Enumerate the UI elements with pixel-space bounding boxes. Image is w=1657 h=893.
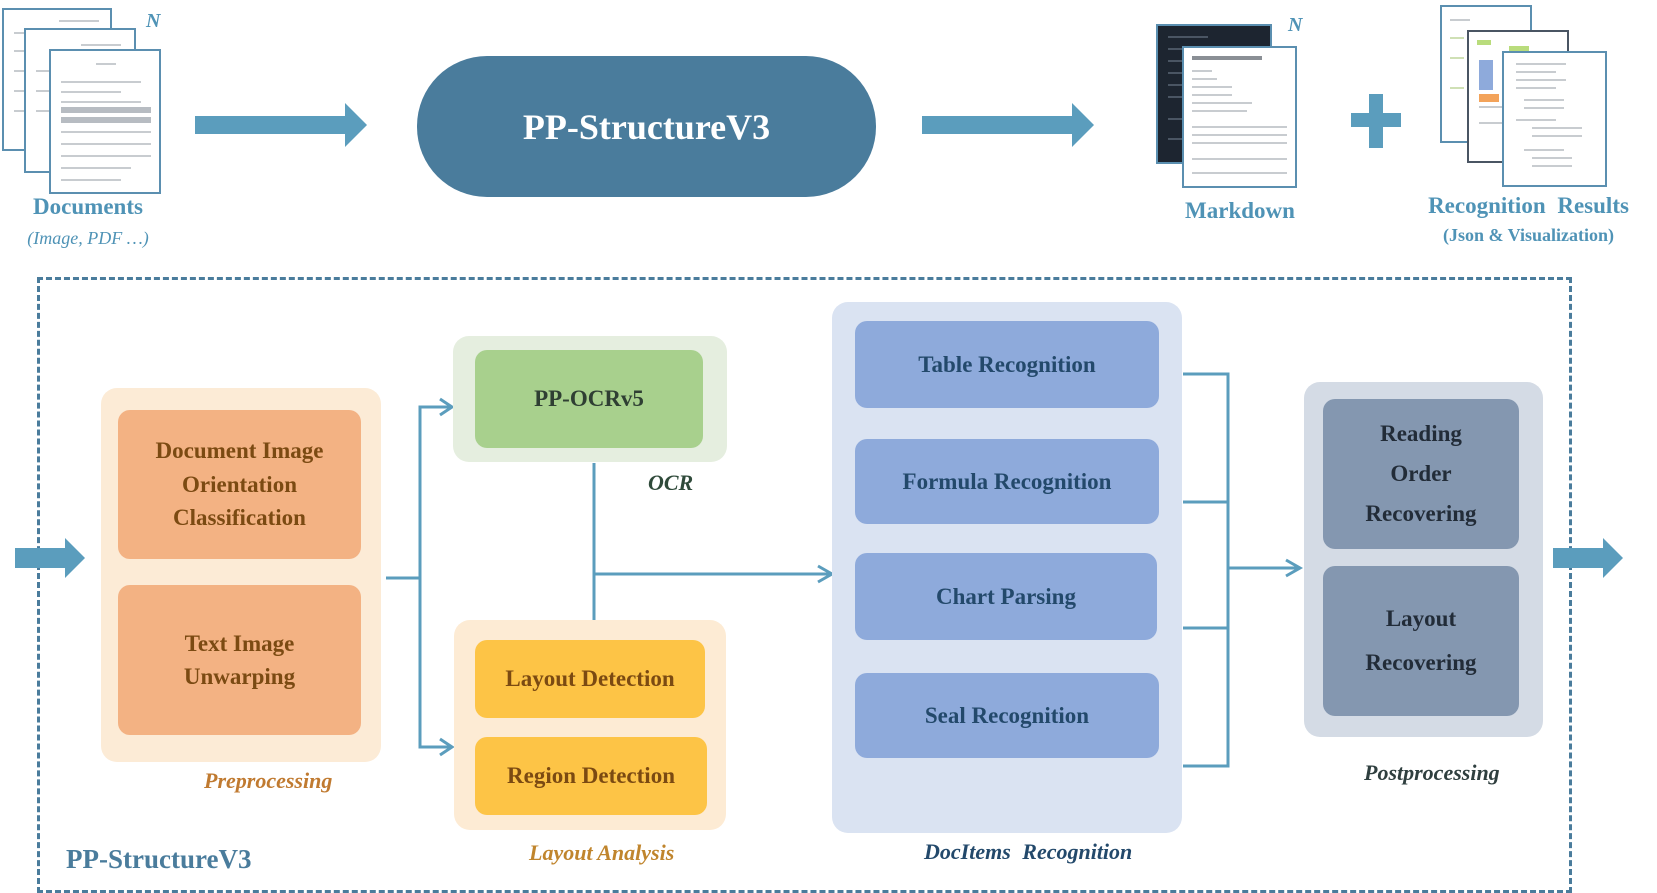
recognition-results-label: Recognition Results <box>1428 193 1629 218</box>
docitems-label: DocItems Recognition <box>924 839 1133 864</box>
ocr-group: PP-OCRv5 <box>453 336 727 462</box>
pipeline-node: PP-StructureV3 <box>417 56 876 197</box>
module-label: Chart Parsing <box>936 583 1076 609</box>
layout-recovering-module: Layout Recovering <box>1323 566 1519 716</box>
module-label: Document Image Orientation Classificatio… <box>155 438 324 531</box>
plus-icon <box>1351 94 1401 148</box>
module-label: Reading Order Recovering <box>1365 420 1477 527</box>
module-label: Table Recognition <box>918 351 1096 377</box>
layout-analysis-label: Layout Analysis <box>529 840 675 865</box>
input-label: Documents <box>33 194 143 219</box>
arrowhead-layout-icon <box>439 737 455 757</box>
pp-structurev3-container <box>37 277 1572 893</box>
wire-bus <box>1183 372 1230 768</box>
layout-detection-module: Layout Detection <box>475 640 705 718</box>
chart-parsing-module: Chart Parsing <box>855 553 1157 640</box>
seal-recognition-module: Seal Recognition <box>855 673 1159 758</box>
reading-order-module: Reading Order Recovering <box>1323 399 1519 549</box>
wire-to-ocr <box>418 405 450 735</box>
recognition-results-icon <box>1440 5 1620 190</box>
preprocessing-group: Document Image Orientation Classificatio… <box>101 388 381 762</box>
container-title: PP-StructureV3 <box>66 844 252 874</box>
markdown-output-icon <box>1150 20 1330 190</box>
markdown-label: Markdown <box>1185 198 1295 223</box>
module-label: Formula Recognition <box>902 468 1112 494</box>
ocr-label: OCR <box>648 470 694 495</box>
region-detection-module: Region Detection <box>475 737 707 815</box>
output-arrow-icon <box>1553 538 1623 578</box>
arrowhead-ocr-icon <box>439 397 455 417</box>
arrow-right-icon <box>195 103 367 147</box>
arrowhead-post-icon <box>1285 558 1304 578</box>
arrow-right-icon <box>922 103 1094 147</box>
orientation-classification-module: Document Image Orientation Classificatio… <box>118 410 361 559</box>
docitems-group: Table Recognition Formula Recognition Ch… <box>832 302 1182 833</box>
layout-analysis-group: Layout Detection Region Detection <box>454 620 726 830</box>
input-sublabel: (Image, PDF …) <box>27 228 149 248</box>
pipeline-label: PP-StructureV3 <box>522 106 771 147</box>
preprocessing-label: Preprocessing <box>204 768 333 793</box>
postprocessing-label: Postprocessing <box>1364 760 1500 785</box>
input-arrow-icon <box>15 538 85 578</box>
table-recognition-module: Table Recognition <box>855 321 1159 408</box>
postprocessing-group: Reading Order Recovering Layout Recoveri… <box>1304 382 1543 737</box>
markdown-count-marker: N <box>1288 14 1303 36</box>
module-label: Layout Recovering <box>1365 606 1477 675</box>
module-label: Seal Recognition <box>924 702 1090 728</box>
input-documents-icon <box>0 0 170 200</box>
pp-ocrv5-module: PP-OCRv5 <box>475 350 703 448</box>
module-label: PP-OCRv5 <box>534 386 644 412</box>
formula-recognition-module: Formula Recognition <box>855 439 1159 524</box>
wire-to-layout <box>418 578 450 749</box>
module-label: Region Detection <box>507 763 675 789</box>
input-count-marker: N <box>146 10 161 32</box>
module-label: Layout Detection <box>505 666 675 692</box>
module-label: Text Image Unwarping <box>183 630 296 689</box>
text-unwarping-module: Text Image Unwarping <box>118 585 361 735</box>
recognition-results-sublabel: (Json & Visualization) <box>1442 225 1615 245</box>
